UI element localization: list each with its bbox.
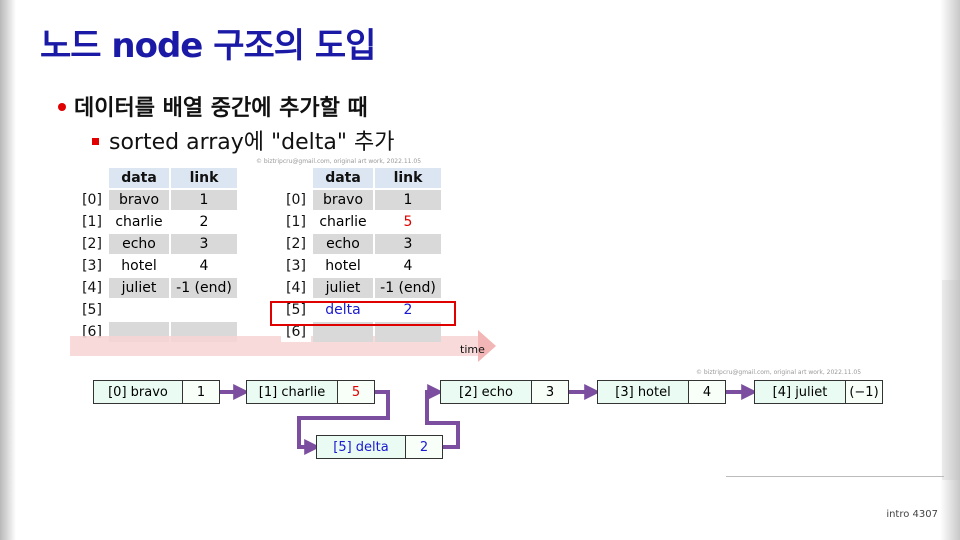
table-row: [5] xyxy=(77,300,237,320)
row-index: [4] xyxy=(281,278,311,298)
bullet-level1: 데이터를 배열 중간에 추가할 때 xyxy=(58,90,368,122)
row-index: [0] xyxy=(281,190,311,210)
row-data: charlie xyxy=(109,212,169,232)
node-data: [1] charlie xyxy=(247,381,338,403)
row-index: [1] xyxy=(77,212,107,232)
row-link-changed: 5 xyxy=(375,212,441,232)
table-row: [4]juliet-1 (end) xyxy=(77,278,237,298)
bullet-level2-text-b: 에 "delta" 추가 xyxy=(243,130,395,155)
row-data: charlie xyxy=(313,212,373,232)
slide-title: 노드 node 구조의 도입 xyxy=(40,26,376,66)
bullet-level2: sorted array에 "delta" 추가 xyxy=(92,124,394,156)
table-header-row: data link xyxy=(77,168,237,188)
bullet-dot-icon xyxy=(58,103,66,111)
time-arrow-head-icon xyxy=(478,330,496,362)
row-index: [2] xyxy=(77,234,107,254)
row-data: hotel xyxy=(109,256,169,276)
header-data: data xyxy=(313,168,373,188)
arrow-delta-to-echo xyxy=(425,384,460,449)
row-data: juliet xyxy=(313,278,373,298)
node-link: 1 xyxy=(183,381,219,403)
left-edge-shadow xyxy=(0,0,16,540)
row-index: [6] xyxy=(281,322,311,342)
node-link-inserted: 2 xyxy=(406,436,442,458)
node-data: [4] juliet xyxy=(755,381,846,403)
row-index: [0] xyxy=(77,190,107,210)
bullet-level1-text: 데이터를 배열 중간에 추가할 때 xyxy=(74,96,368,121)
node-data: [2] echo xyxy=(441,381,532,403)
row-link: 4 xyxy=(171,256,237,276)
node-data-inserted: [5] delta xyxy=(317,436,406,458)
footer-rule xyxy=(726,476,944,477)
row-data xyxy=(313,322,373,342)
table-row: [4]juliet-1 (end) xyxy=(281,278,441,298)
node-link: 3 xyxy=(532,381,568,403)
row-link: 1 xyxy=(171,190,237,210)
row-link: 1 xyxy=(375,190,441,210)
row-data: bravo xyxy=(109,190,169,210)
node-data: [0] bravo xyxy=(94,381,183,403)
row-link-inserted: 2 xyxy=(375,300,441,320)
row-link: -1 (end) xyxy=(171,278,237,298)
header-data: data xyxy=(109,168,169,188)
node-juliet: [4] juliet (−1) xyxy=(754,380,883,404)
row-data-inserted: delta xyxy=(313,300,373,320)
row-link: -1 (end) xyxy=(375,278,441,298)
node-echo: [2] echo 3 xyxy=(440,380,569,404)
node-data: [3] hotel xyxy=(598,381,689,403)
row-index: [1] xyxy=(281,212,311,232)
row-index: [5] xyxy=(77,300,107,320)
watermark-bottom: © biztripcru@gmail.com, original art wor… xyxy=(696,369,862,376)
bullet-square-icon xyxy=(92,137,99,145)
row-link: 2 xyxy=(171,212,237,232)
row-data: hotel xyxy=(313,256,373,276)
node-delta: [5] delta 2 xyxy=(316,435,443,459)
node-link: (−1) xyxy=(846,381,882,403)
inserted-row-highlight xyxy=(270,301,456,326)
node-link: 4 xyxy=(689,381,725,403)
table-row: [6] xyxy=(281,322,441,342)
row-data: echo xyxy=(109,234,169,254)
node-hotel: [3] hotel 4 xyxy=(597,380,726,404)
slide-footer: intro 4307 xyxy=(886,509,938,520)
row-index: [2] xyxy=(281,234,311,254)
watermark-top: © biztripcru@gmail.com, original art wor… xyxy=(256,158,422,165)
node-link-changed: 5 xyxy=(338,381,374,403)
node-charlie: [1] charlie 5 xyxy=(246,380,375,404)
table-header-row: data link xyxy=(281,168,441,188)
header-link: link xyxy=(171,168,237,188)
row-link: 4 xyxy=(375,256,441,276)
row-link xyxy=(171,300,237,320)
row-data: juliet xyxy=(109,278,169,298)
row-data: echo xyxy=(313,234,373,254)
row-index: [3] xyxy=(77,256,107,276)
right-edge-shadow xyxy=(940,0,960,540)
row-index: [4] xyxy=(77,278,107,298)
arrow-charlie-to-delta xyxy=(297,390,390,455)
bullet-level2-text-a: sorted array xyxy=(109,130,244,155)
row-data xyxy=(109,300,169,320)
right-edge-shadow-band xyxy=(942,280,960,480)
row-data: bravo xyxy=(313,190,373,210)
node-bravo: [0] bravo 1 xyxy=(93,380,220,404)
time-label: time xyxy=(460,343,485,356)
row-link xyxy=(375,322,441,342)
header-link: link xyxy=(375,168,441,188)
row-link: 3 xyxy=(375,234,441,254)
row-link: 3 xyxy=(171,234,237,254)
row-index: [5] xyxy=(281,300,311,320)
row-index: [3] xyxy=(281,256,311,276)
